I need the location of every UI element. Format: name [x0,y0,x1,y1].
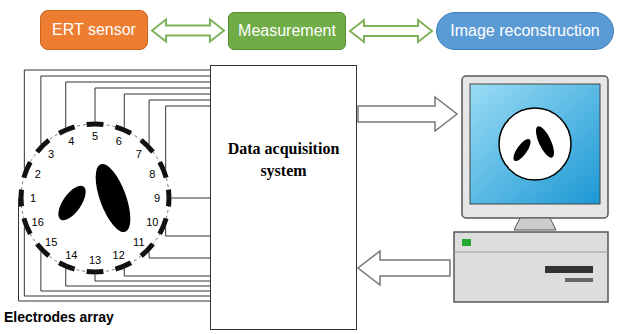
electrode [158,161,169,178]
electrode-number: 15 [45,236,57,248]
electrode [158,218,169,235]
electrode-number: 4 [68,135,74,147]
electrode-wire [66,82,210,127]
electrode-wire [172,198,211,199]
double-arrow [350,20,432,42]
node-text: Image reconstruction [450,20,599,42]
control-arrow [358,251,450,285]
monitor-frame [462,76,608,218]
electrode-number: 9 [154,192,160,204]
electrode-number: 11 [133,236,144,248]
electrode-number: 10 [146,216,158,228]
monitor-screen [470,84,600,204]
node-text: Data acquisition system [221,138,346,181]
electrode [21,218,32,235]
electrode-wire [124,94,210,127]
inclusion-object [88,160,137,237]
electrode [19,189,24,206]
electrode [166,189,171,206]
electrode-wire [66,269,210,286]
inclusion-object [53,181,91,224]
electrode-number: 3 [48,148,54,160]
electrode [86,269,103,274]
electrode-number: 2 [35,168,41,180]
case-button [565,278,593,282]
acquisition-box: Data acquisition system [210,65,357,330]
electrode [58,261,75,272]
electrode-number: 12 [113,249,125,261]
ert-sensor [19,70,211,301]
process-box: ERT sensor [40,10,148,50]
drive-slot [545,266,593,273]
electrode-number: 14 [65,249,77,261]
electrode-number: 5 [92,130,98,142]
electrode-wire [149,100,210,144]
electrode-wire [24,227,210,296]
electrode [115,124,132,135]
electrode-wire [95,88,210,122]
electrode-wire [19,198,211,301]
electrode-number: 8 [149,168,155,180]
electrode [115,261,132,272]
electrode-number: 1 [30,192,36,204]
reconstructed-image [499,108,571,180]
electrode-number: 13 [89,254,101,266]
node-text: ERT sensor [52,19,136,41]
electrode-wire [166,106,210,169]
array-label: Electrodes array [4,310,114,325]
electrode-number: 6 [116,135,122,147]
electrode-wire [166,227,210,236]
electrode-wire [149,252,210,258]
electrode-number: 16 [32,216,44,228]
electrode [58,124,75,135]
computer [454,76,608,302]
computer-case [454,232,608,302]
double-arrow [152,20,224,42]
electrode-number: 7 [136,148,142,160]
monitor-stand [514,218,556,230]
electrode-wires [19,70,211,301]
data-arrow [358,97,457,131]
image-object [510,136,533,163]
sensor-pipe [21,124,169,272]
image-object [532,124,557,160]
electrode-wire [41,76,210,144]
electrode-array [19,122,172,275]
electrode-wire [24,70,210,169]
power-led [462,239,471,246]
case-seam [454,252,608,253]
electrode-wire [95,275,210,282]
electrode-wire [124,269,210,276]
electrode [21,161,32,178]
node-text: Measurement [238,20,336,42]
process-pill: Image reconstruction [436,12,614,50]
process-box: Measurement [228,12,346,50]
electrode [86,122,103,127]
